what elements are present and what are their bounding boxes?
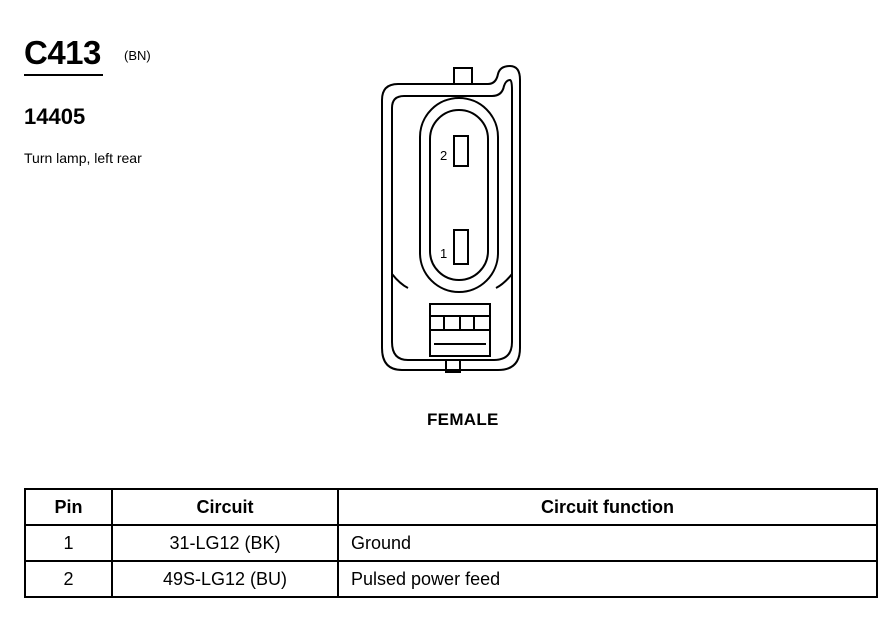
table-row: 2 49S-LG12 (BU) Pulsed power feed — [24, 560, 878, 598]
connector-lock-block — [429, 303, 491, 357]
pinout-table: Pin Circuit Circuit function 1 31-LG12 (… — [24, 488, 878, 598]
connector-description: Turn lamp, left rear — [24, 150, 142, 166]
table-row: 1 31-LG12 (BK) Ground — [24, 524, 878, 562]
table-header-row: Pin Circuit Circuit function — [24, 488, 878, 526]
connector-latch-tab — [453, 67, 473, 85]
connector-housing-inner — [391, 78, 513, 361]
title-underline — [24, 74, 103, 76]
connector-bottom-tab — [445, 359, 461, 373]
column-header-circuit-function: Circuit function — [337, 488, 878, 526]
part-number: 14405 — [24, 104, 86, 129]
pin-terminal-1 — [453, 229, 469, 265]
column-header-circuit: Circuit — [111, 488, 339, 526]
circuit-function-cell: Ground — [337, 524, 878, 562]
pin-cavity-outer — [419, 97, 499, 293]
column-header-pin: Pin — [24, 488, 113, 526]
connector-housing-outer — [381, 64, 521, 371]
circuit-function-cell: Pulsed power feed — [337, 560, 878, 598]
pin-terminal-2 — [453, 135, 469, 167]
connector-id: C413 — [24, 34, 101, 71]
pin-cavity-inner — [429, 109, 489, 281]
pin-cell: 2 — [24, 560, 113, 598]
connector-side-bump-left — [391, 273, 409, 289]
circuit-cell: 49S-LG12 (BU) — [111, 560, 339, 598]
connector-side-bump-right — [495, 273, 513, 289]
pin-cell: 1 — [24, 524, 113, 562]
pin-number-2: 2 — [440, 148, 447, 163]
color-code: (BN) — [124, 48, 151, 63]
pin-number-1: 1 — [440, 246, 447, 261]
circuit-cell: 31-LG12 (BK) — [111, 524, 339, 562]
connector-face-diagram: 2 1 — [381, 64, 521, 373]
connector-gender-label: FEMALE — [427, 410, 499, 429]
